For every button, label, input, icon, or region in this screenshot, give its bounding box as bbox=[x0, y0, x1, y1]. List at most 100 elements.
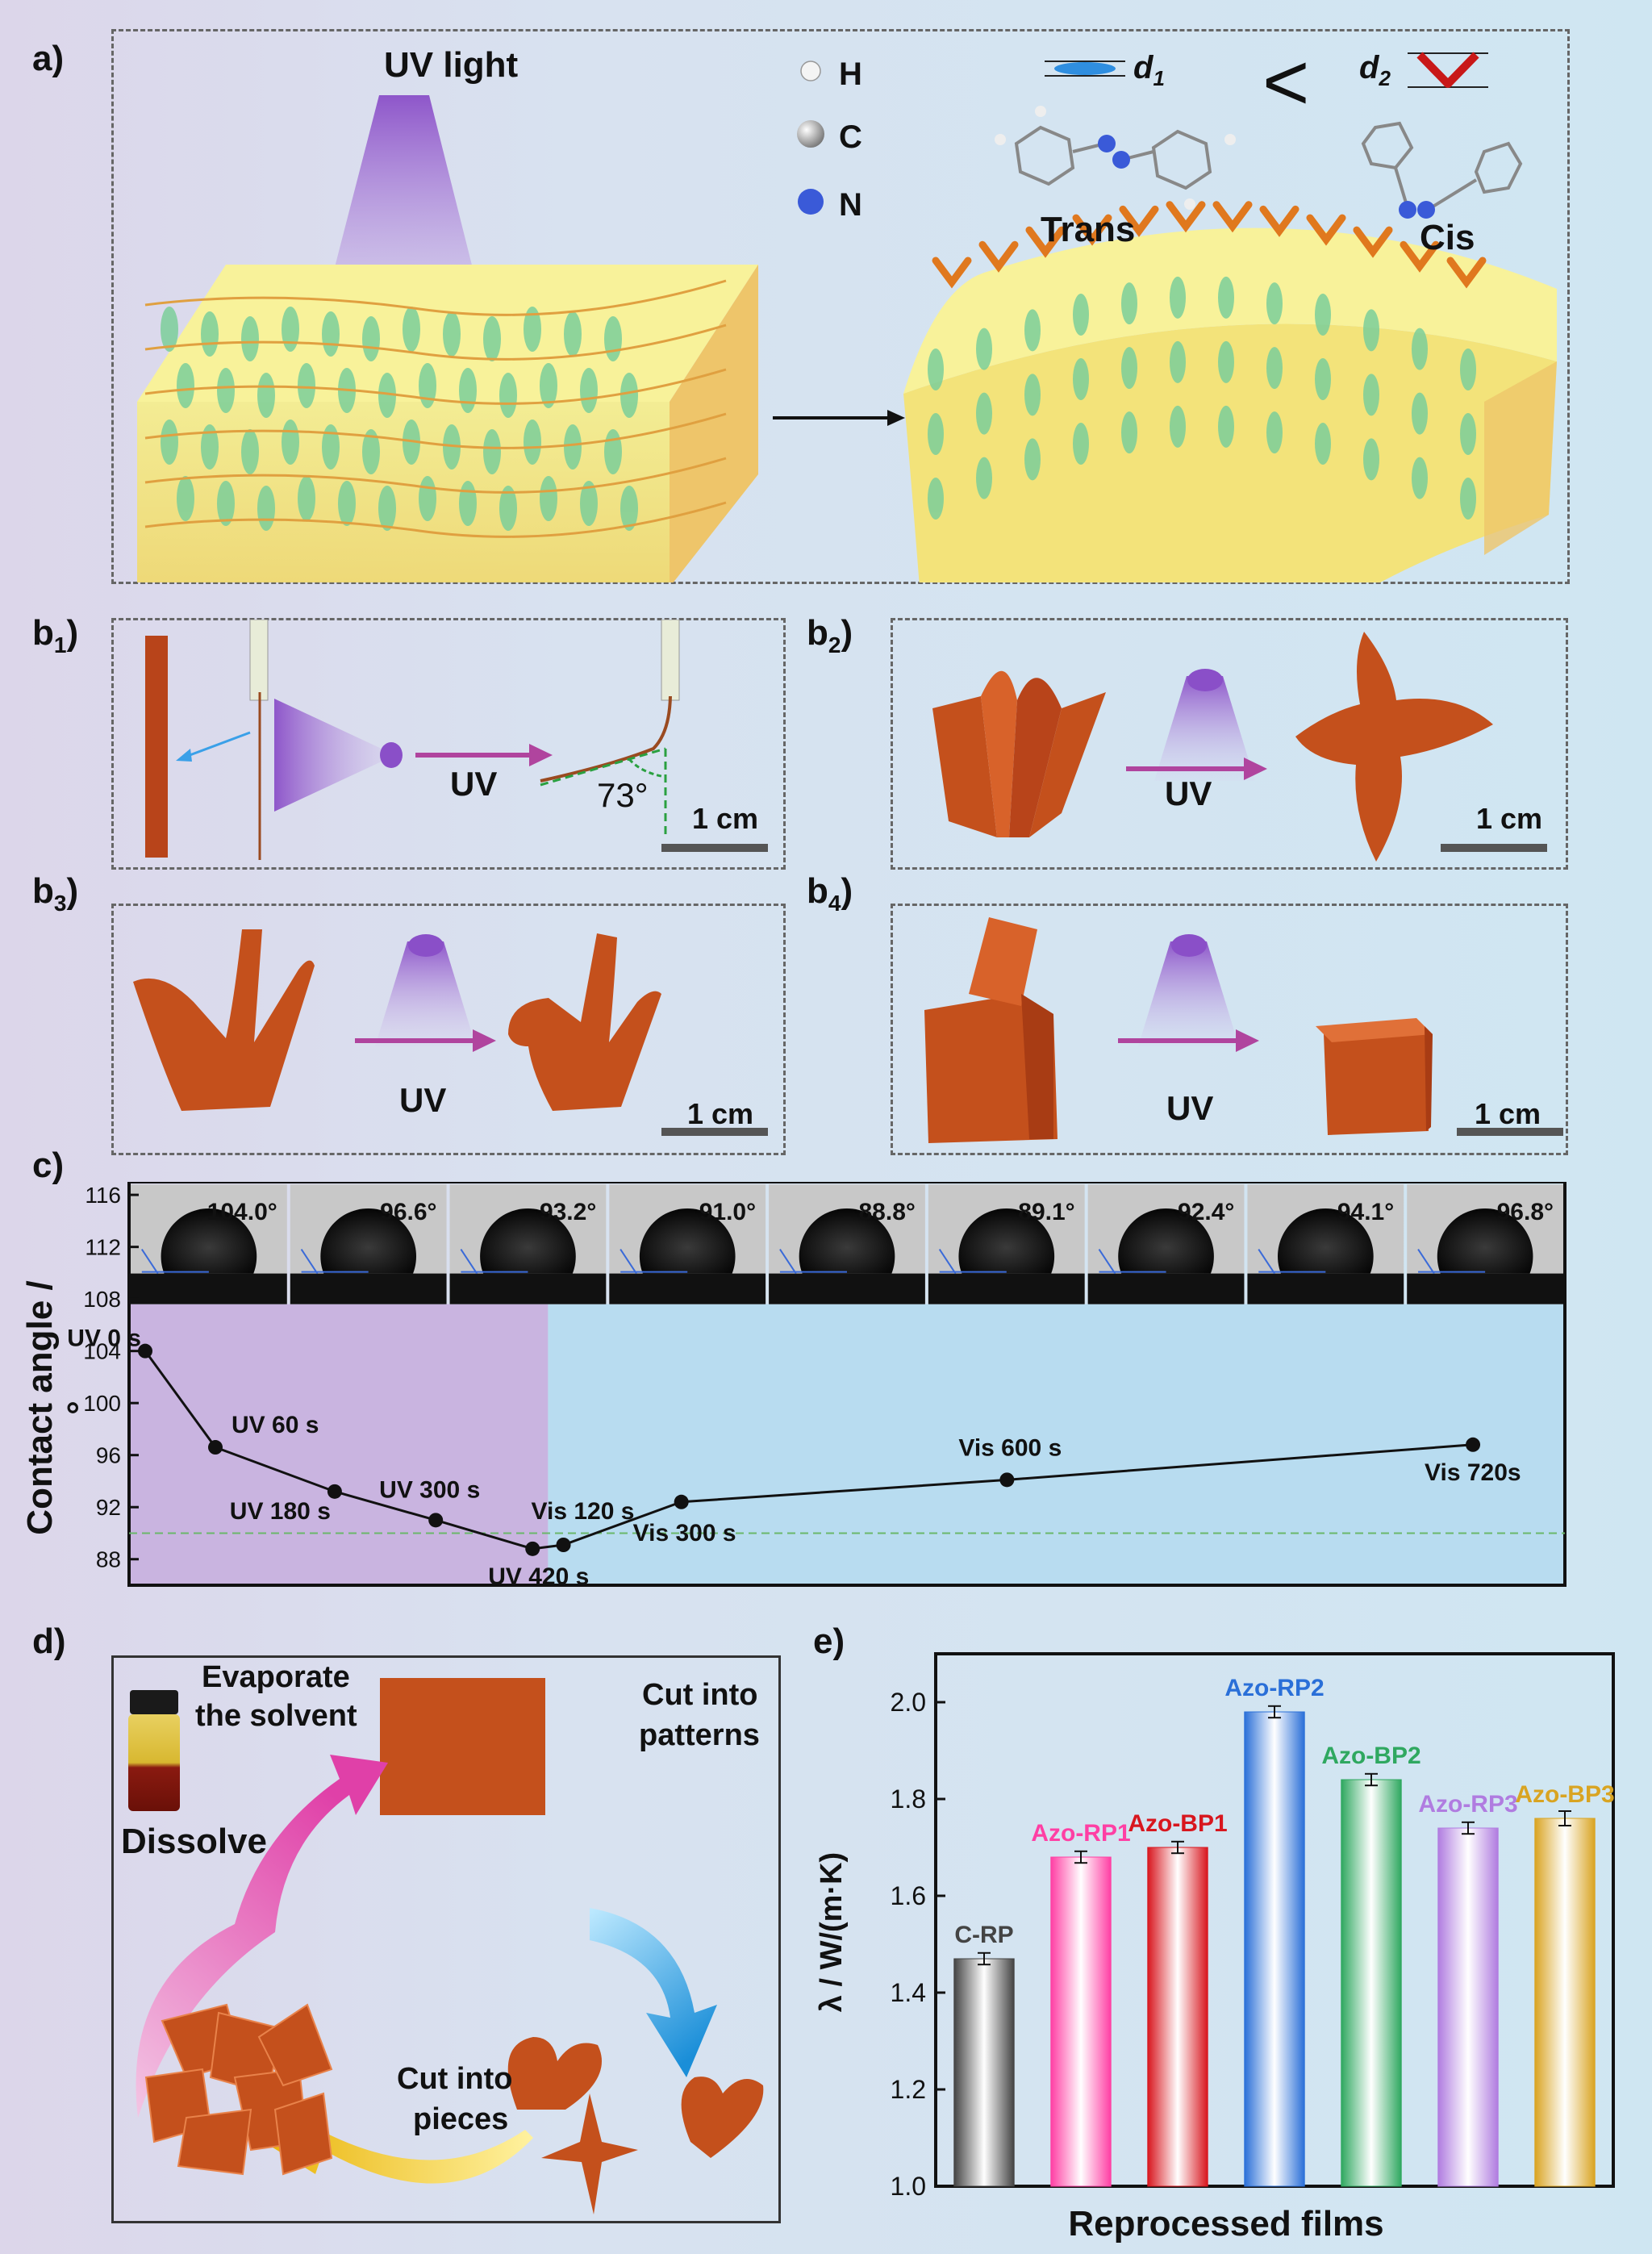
cis-azo-unit bbox=[1166, 201, 1206, 233]
tangent-line bbox=[300, 1249, 319, 1275]
cis-label: Cis bbox=[1420, 218, 1475, 257]
droplet-angle-label: 94.1° bbox=[1337, 1199, 1394, 1225]
mesogen bbox=[177, 476, 194, 521]
mesogen bbox=[362, 429, 380, 474]
panel-c-label: c) bbox=[32, 1146, 65, 1185]
tangent-line bbox=[140, 1249, 159, 1275]
d2-label: d2 bbox=[1359, 50, 1391, 90]
data-point bbox=[556, 1538, 571, 1552]
bar bbox=[1244, 1711, 1305, 2187]
substrate bbox=[609, 1273, 766, 1304]
mesogen bbox=[483, 316, 501, 361]
scale-bar-b3 bbox=[661, 1128, 768, 1136]
mesogen bbox=[1266, 347, 1283, 390]
mesogen bbox=[1121, 282, 1137, 325]
mesogen bbox=[620, 373, 638, 418]
y-tick-label: 1.2 bbox=[891, 2075, 926, 2104]
cut-pieces-arrow bbox=[251, 2106, 533, 2184]
mesogen bbox=[217, 481, 235, 526]
uv-arrow-b3 bbox=[473, 1029, 496, 1052]
droplet-angle-label: 92.4° bbox=[1178, 1199, 1234, 1225]
uv-light-label: UV light bbox=[384, 45, 519, 85]
y-tick-label: 104 bbox=[83, 1339, 121, 1364]
mesogen bbox=[419, 363, 436, 408]
tangent-line bbox=[938, 1249, 957, 1275]
panel-c-ylabel: Contact angle / ° bbox=[20, 1280, 100, 1535]
cis-azo-unit bbox=[1353, 226, 1393, 258]
star-shape bbox=[541, 2093, 638, 2214]
mesogen bbox=[443, 424, 461, 470]
cut-pieces-label-1: Cut into bbox=[397, 2062, 513, 2096]
cis-azo-unit bbox=[1072, 214, 1112, 246]
bar-label: C-RP bbox=[954, 1922, 1013, 1948]
panel-d-frame bbox=[111, 1655, 781, 2223]
data-point bbox=[525, 1541, 540, 1556]
droplet-angle-label: 91.0° bbox=[699, 1199, 756, 1225]
mesogen bbox=[928, 413, 944, 455]
mesogen bbox=[580, 368, 598, 413]
point-label: UV 0 s bbox=[67, 1325, 141, 1352]
mesogen bbox=[1218, 276, 1234, 319]
solution-vial bbox=[128, 1714, 180, 1811]
b3-uv-label: UV bbox=[399, 1081, 447, 1119]
mesogen bbox=[282, 307, 299, 352]
polymer-chain bbox=[144, 279, 727, 316]
cis-azo-unit bbox=[978, 240, 1019, 273]
bent-strip bbox=[540, 695, 672, 783]
mesogen bbox=[1121, 347, 1137, 390]
mesogen bbox=[1363, 438, 1379, 481]
droplet bbox=[1278, 1208, 1374, 1274]
mesogen bbox=[161, 419, 178, 465]
panel-b4-label: b4) bbox=[807, 871, 853, 916]
point-label: Vis 120 s bbox=[532, 1498, 635, 1525]
bar-label: Azo-BP2 bbox=[1321, 1743, 1420, 1769]
cis-azo-unit bbox=[1400, 240, 1440, 273]
mesogen bbox=[459, 368, 477, 413]
d1-label: d1 bbox=[1133, 50, 1165, 90]
cut-patterns-arrow bbox=[590, 1908, 717, 2077]
mesogen bbox=[201, 424, 219, 470]
cut-patterns-label-1: Cut into bbox=[642, 1678, 758, 1712]
panel-a-label: a) bbox=[32, 39, 65, 78]
tangent-line bbox=[1098, 1249, 1116, 1275]
mesogen bbox=[378, 486, 396, 531]
panel-b2-illustration bbox=[932, 632, 1547, 862]
uv-light-cone-b4 bbox=[1138, 941, 1239, 1046]
bar-label: Azo-BP3 bbox=[1515, 1781, 1614, 1808]
mesogen bbox=[378, 373, 396, 418]
mesogen bbox=[1266, 411, 1283, 454]
cast-film-square bbox=[380, 1678, 545, 1815]
mesogen bbox=[282, 419, 299, 465]
panel-e-xlabel: Reprocessed films bbox=[1068, 2204, 1384, 2244]
bar-label: Azo-RP3 bbox=[1418, 1791, 1517, 1818]
bar bbox=[1341, 1779, 1402, 2187]
b2-scale-label: 1 cm bbox=[1476, 802, 1543, 835]
bar-label: Azo-RP2 bbox=[1224, 1675, 1324, 1701]
mesogen bbox=[257, 486, 275, 531]
tangent-line bbox=[1417, 1249, 1435, 1275]
substrate bbox=[1247, 1273, 1404, 1304]
mesogen bbox=[1024, 309, 1041, 352]
bar bbox=[1050, 1856, 1112, 2187]
mesogen bbox=[322, 424, 340, 470]
droplet bbox=[480, 1208, 576, 1274]
y-tick-label: 108 bbox=[83, 1287, 121, 1312]
panel-b1-illustration bbox=[145, 620, 768, 860]
mesogen bbox=[241, 316, 259, 361]
cut-patterns-label-2: patterns bbox=[639, 1718, 760, 1752]
cis-azo-unit bbox=[932, 257, 972, 289]
mesogen bbox=[1170, 405, 1186, 448]
substrate bbox=[1087, 1273, 1245, 1304]
data-point bbox=[1466, 1437, 1481, 1452]
mesogen bbox=[1170, 340, 1186, 383]
mesogen bbox=[499, 486, 517, 531]
point-label: UV 180 s bbox=[230, 1498, 331, 1525]
panel-d-label: d) bbox=[32, 1622, 66, 1661]
legend-h-label: H bbox=[839, 56, 862, 92]
evaporate-label: Evaporate bbox=[202, 1660, 350, 1694]
mesogen bbox=[620, 486, 638, 531]
y-tick-label: 88 bbox=[96, 1547, 121, 1572]
mesogen bbox=[217, 368, 235, 413]
b4-uv-label: UV bbox=[1166, 1089, 1214, 1127]
b2-uv-label: UV bbox=[1165, 774, 1212, 812]
